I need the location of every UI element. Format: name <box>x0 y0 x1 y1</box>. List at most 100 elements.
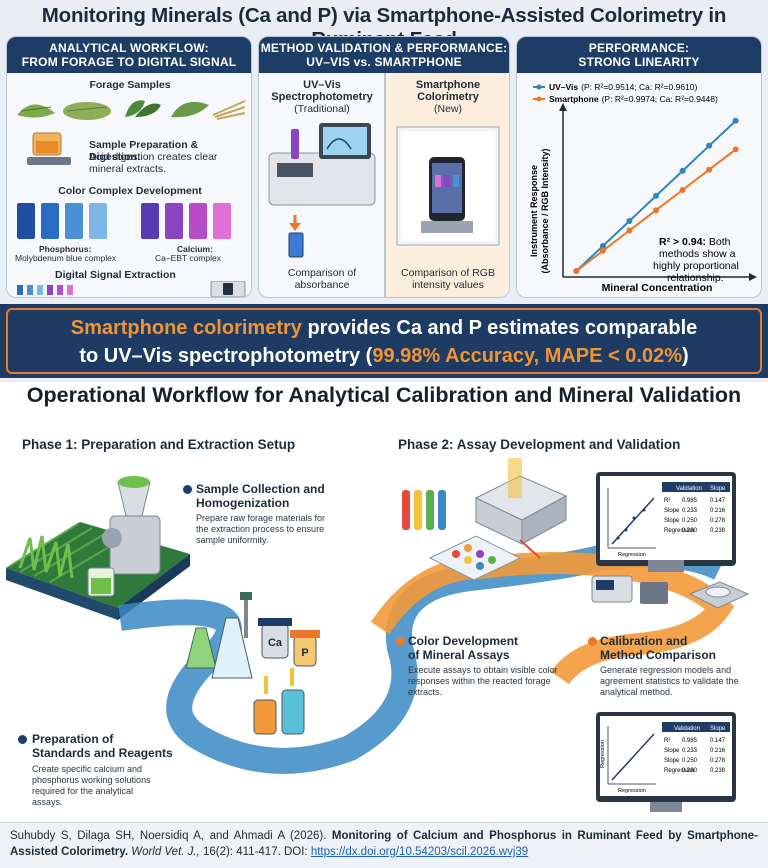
monitor-value: 0.985 <box>682 498 698 504</box>
uv-caption: absorbance <box>294 279 350 291</box>
phosphorus-desc: Molybdenum blue complex <box>15 253 117 263</box>
calcium-label: Calcium: <box>177 244 213 254</box>
infographic-summary: Monitoring Minerals (Ca and P) via Smart… <box>0 0 768 382</box>
monitor-slope-row: Slope <box>664 748 680 754</box>
r2-note: methods show a <box>659 248 736 260</box>
monitor-value: 0.216 <box>710 748 726 754</box>
smartphone-title: Colorimetry <box>417 91 479 103</box>
uv-vis-subtitle: (Traditional) <box>294 103 350 115</box>
forage-straw <box>212 100 246 120</box>
digestion-hotplate-icon <box>27 132 71 165</box>
monitor-regression-row: Regression <box>664 528 694 534</box>
step-desc: Prepare raw forage materials for <box>196 513 326 523</box>
legend-uv: UV–Vis(P: R²=0.9514; Ca: R²=0.9610) <box>549 82 698 92</box>
data-point-smartphone <box>653 207 659 214</box>
step-marker <box>183 485 192 494</box>
r2-note: relationship. <box>667 272 724 284</box>
forage-leaves <box>125 100 161 117</box>
r2-note: highly proportional <box>653 260 739 272</box>
step-desc: Execute assays to obtain visible color <box>408 665 558 675</box>
step-desc: required for the analytical <box>32 786 134 796</box>
doi-link[interactable]: https://dx.doi.org/10.54203/scil.2026.wv… <box>310 846 529 858</box>
monitor-x-label: Regression <box>618 788 646 794</box>
step-desc: the extraction process to ensure <box>196 524 325 534</box>
reagent-glassware-illustration <box>185 592 320 735</box>
data-point-smartphone <box>626 227 633 234</box>
digital-signal-illustration <box>17 281 246 297</box>
validation-monitor-illustration <box>596 712 736 812</box>
uv-vis-title: Spectrophotometry <box>271 91 373 103</box>
y-axis-label: (Absorbance / RGB Intensity) <box>540 148 550 273</box>
conclusion-text-part: provides Ca and P estimates comparable <box>301 317 698 339</box>
monitor-value: 0.250 <box>682 518 698 524</box>
citation-title: Monitoring of Calcium and Phosphorus in … <box>10 830 758 858</box>
uv-vis-title: UV–Vis <box>303 79 341 91</box>
r2-note: R² > 0.94: Both <box>659 236 731 248</box>
forage-samples-label: Forage Samples <box>89 79 171 91</box>
workflow-title: Operational Workflow for Analytical Cali… <box>26 383 742 407</box>
workflow-illustration: Ca P Validation Slope R² 0.985 0.147 Slo… <box>6 458 750 812</box>
step-marker <box>588 637 597 646</box>
panel-heading-line: FROM FORAGE TO DIGITAL SIGNAL <box>21 55 237 69</box>
conclusion-banner: Smartphone colorimetry provides Ca and P… <box>0 304 768 378</box>
citation: Suhubdy S, Dilaga SH, Noersidiq A, and A… <box>0 822 768 868</box>
data-point-smartphone <box>599 247 606 254</box>
digital-signal-label: Digital Signal Extraction <box>55 269 176 281</box>
panel-heading-line: PERFORMANCE: <box>588 41 690 55</box>
data-point-uv-vis <box>679 167 686 174</box>
y-axis-label: Instrument Response <box>529 165 539 257</box>
smartphone-caption: intensity values <box>412 279 484 291</box>
step-title: of Mineral Assays <box>408 648 510 662</box>
linearity-chart: UV–Vis(P: R²=0.9514; Ca: R²=0.9610) Smar… <box>529 82 757 294</box>
uv-caption: Comparison of <box>287 267 357 279</box>
conclusion-text: Smartphone colorimetry provides Ca and P… <box>6 308 762 374</box>
data-point-uv-vis <box>732 117 739 124</box>
step-desc: agreement statistics to validate the <box>600 676 739 686</box>
monitor-value: 0.278 <box>710 518 726 524</box>
legend-smartphone: Smartphone(P: R²=0.9974; Ca: R²=0.9448) <box>549 94 718 104</box>
step-title: Sample Collection and <box>196 482 325 496</box>
data-point-smartphone <box>679 187 686 193</box>
monitor-value: 0.278 <box>710 758 726 764</box>
smartphone-caption: Comparison of RGB <box>401 267 495 279</box>
data-point-uv-vis <box>653 192 659 199</box>
assay-tubes-illustration <box>402 490 522 581</box>
spectrophotometer-illustration <box>268 123 376 258</box>
color-vials-illustration <box>17 203 231 239</box>
monitor-value: 0.238 <box>710 528 726 534</box>
monitor-slope-header: Slope <box>710 486 726 492</box>
smartphone-colorimeter-illustration <box>396 126 500 246</box>
conclusion-line-1: Smartphone colorimetry provides Ca and P… <box>8 314 760 342</box>
step-desc: Create specific calcium and <box>32 764 143 774</box>
forage-bundle-1 <box>17 104 55 118</box>
monitor-validation-header: Validation <box>674 726 700 732</box>
conclusion-highlight: Smartphone colorimetry <box>70 317 302 339</box>
monitor-value: 0.147 <box>710 498 726 504</box>
prep-desc: Acid digestion creates clear <box>89 151 218 163</box>
color-development-label: Color Complex Development <box>58 185 202 197</box>
x-axis-arrow <box>749 273 757 281</box>
monitor-y-label: Regression <box>600 740 606 768</box>
forage-samples-illustration <box>17 100 246 120</box>
panel-heading: ANALYTICAL WORKFLOW: FROM FORAGE TO DIGI… <box>7 37 251 73</box>
step-title: Standards and Reagents <box>32 746 173 760</box>
monitor-r2: R² <box>664 738 670 744</box>
step-title: Homogenization <box>196 496 290 510</box>
phosphorus-label: Phosphorus: <box>39 244 92 254</box>
legend-marker-smartphone <box>536 96 542 102</box>
monitor-value: 0.238 <box>710 768 726 774</box>
forage-bundle-3 <box>171 101 209 118</box>
monitor-regression-row: Regression <box>664 768 694 774</box>
monitor-value: 0.250 <box>682 758 698 764</box>
column-divider <box>384 73 386 297</box>
prep-title: Sample Preparation & Digestion: <box>89 139 199 163</box>
data-point-uv-vis <box>599 243 606 249</box>
step-desc: phosphorus working solutions <box>32 775 151 785</box>
monitor-x-label: Regression <box>618 552 646 558</box>
data-point-smartphone <box>706 166 713 173</box>
chart-series <box>573 117 739 274</box>
plate-reader-illustration <box>474 458 568 559</box>
panel-heading: PERFORMANCE: STRONG LINEARITY <box>517 37 761 73</box>
method-validation-panel: METHOD VALIDATION & PERFORMANCE: UV–VIS … <box>258 36 510 298</box>
data-point-smartphone <box>732 146 739 153</box>
